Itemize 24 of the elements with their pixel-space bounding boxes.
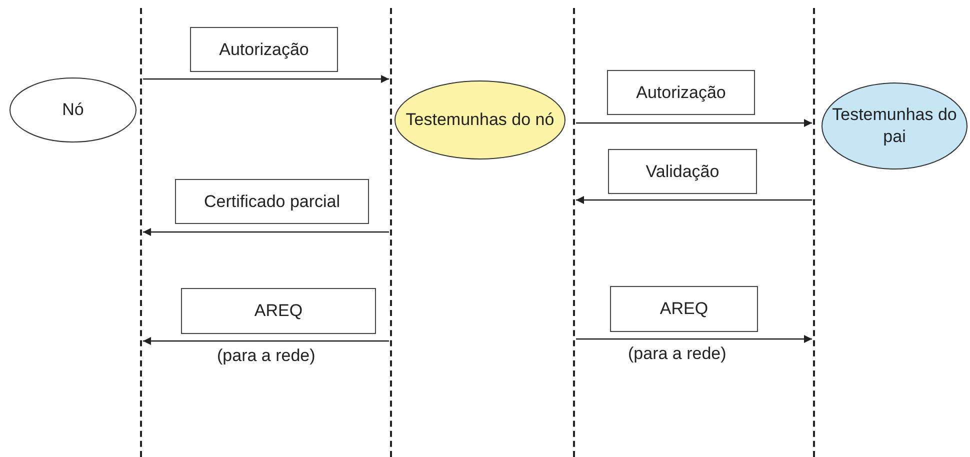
participant-ellipse xyxy=(9,77,137,143)
message-arrow xyxy=(143,337,389,345)
message-box: Autorização xyxy=(190,27,338,72)
message-note: (para a rede) xyxy=(628,344,726,364)
message-arrow xyxy=(143,75,389,83)
message-box: AREQ xyxy=(610,286,758,332)
message-box: Certificado parcial xyxy=(175,179,369,224)
message-arrow xyxy=(576,119,812,127)
message-arrow xyxy=(576,335,812,343)
lifeline xyxy=(573,8,575,457)
message-arrow xyxy=(576,196,812,204)
message-arrow xyxy=(143,228,389,236)
lifeline xyxy=(813,8,815,457)
participant-ellipse xyxy=(821,82,968,170)
message-box: AREQ xyxy=(181,288,376,334)
participant-name: Testemunhas do pai xyxy=(831,104,958,148)
participant-name: Testemunhas do nó xyxy=(406,108,554,131)
message-box: Validação xyxy=(608,149,757,194)
participant-ellipse xyxy=(394,80,566,160)
lifeline xyxy=(390,8,392,457)
message-note: (para a rede) xyxy=(217,346,316,366)
lifeline xyxy=(140,8,142,457)
message-box: Autorização xyxy=(607,70,755,115)
participant-name: Nó xyxy=(62,98,84,121)
